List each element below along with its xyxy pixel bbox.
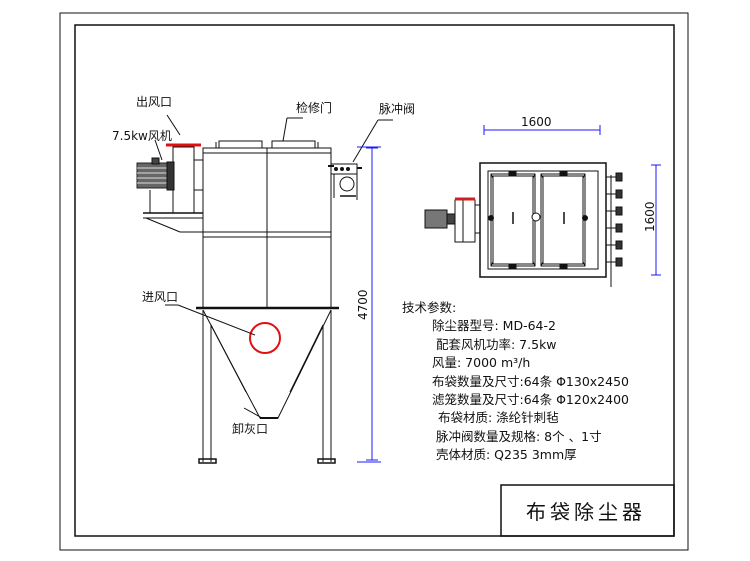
spec-model: 除尘器型号: MD-64-2 [432, 318, 556, 334]
height-dimension [357, 146, 381, 463]
elevation-view [136, 114, 393, 464]
plan-fan [424, 197, 481, 243]
access-door-left [218, 140, 263, 149]
pulse-valve-label: 脉冲阀 [379, 101, 415, 116]
specs-heading: 技术参数: [402, 300, 457, 315]
outlet-label: 出风口 [136, 95, 172, 109]
access-door-right [271, 140, 316, 149]
foot-right [317, 458, 336, 464]
fan-label: 7.5kw风机 [112, 129, 172, 143]
ash-outlet-leader [243, 407, 263, 419]
height-dimension-label: 4700 [356, 289, 370, 320]
plan-depth-dimension [651, 164, 661, 276]
pulse-valve-assembly [328, 163, 362, 200]
fan-leader [154, 139, 163, 161]
outlet-leader [166, 114, 181, 136]
spec-cage-size: 滤笼数量及尺寸:64条 Φ120x2400 [432, 392, 629, 408]
access-door-leader [282, 117, 288, 142]
spec-shell-material: 壳体材质: Q235 3mm厚 [436, 447, 577, 463]
spec-valve: 脉冲阀数量及规格: 8个 、1寸 [436, 428, 602, 444]
inlet-label: 进风口 [142, 290, 178, 304]
inlet-circle [249, 322, 281, 354]
plan-pulse-valves [606, 172, 623, 287]
inner-frame [74, 24, 675, 537]
plan-view [424, 162, 623, 287]
spec-airflow: 风量: 7000 m³/h [432, 355, 531, 371]
plan-depth-label: 1600 [643, 201, 657, 232]
pulse-valve-leader [352, 119, 379, 163]
inlet-leader [177, 304, 256, 336]
plan-width-dimension [483, 125, 601, 135]
plan-width-label: 1600 [521, 115, 552, 129]
plan-inner [487, 170, 599, 270]
hopper [202, 309, 332, 419]
title-block-frame [500, 484, 675, 537]
outer-frame [59, 12, 689, 551]
spec-bag-size: 布袋数量及尺寸:64条 Φ130x2450 [432, 373, 629, 389]
foot-left [198, 458, 217, 464]
spec-bag-material: 布袋材质: 涤纶针刺毡 [438, 410, 559, 426]
outlet-duct [172, 146, 195, 214]
ash-outlet-label: 卸灰口 [232, 421, 268, 436]
fan-motor [136, 157, 175, 191]
technical-specs: 技术参数: 除尘器型号: MD-64-2 配套风机功率: 7.5kw 风量: 7… [402, 299, 629, 465]
drawing-title: 布袋除尘器 [526, 499, 646, 524]
access-door-label: 检修门 [296, 100, 332, 115]
spec-fan-power: 配套风机功率: 7.5kw [436, 336, 557, 352]
